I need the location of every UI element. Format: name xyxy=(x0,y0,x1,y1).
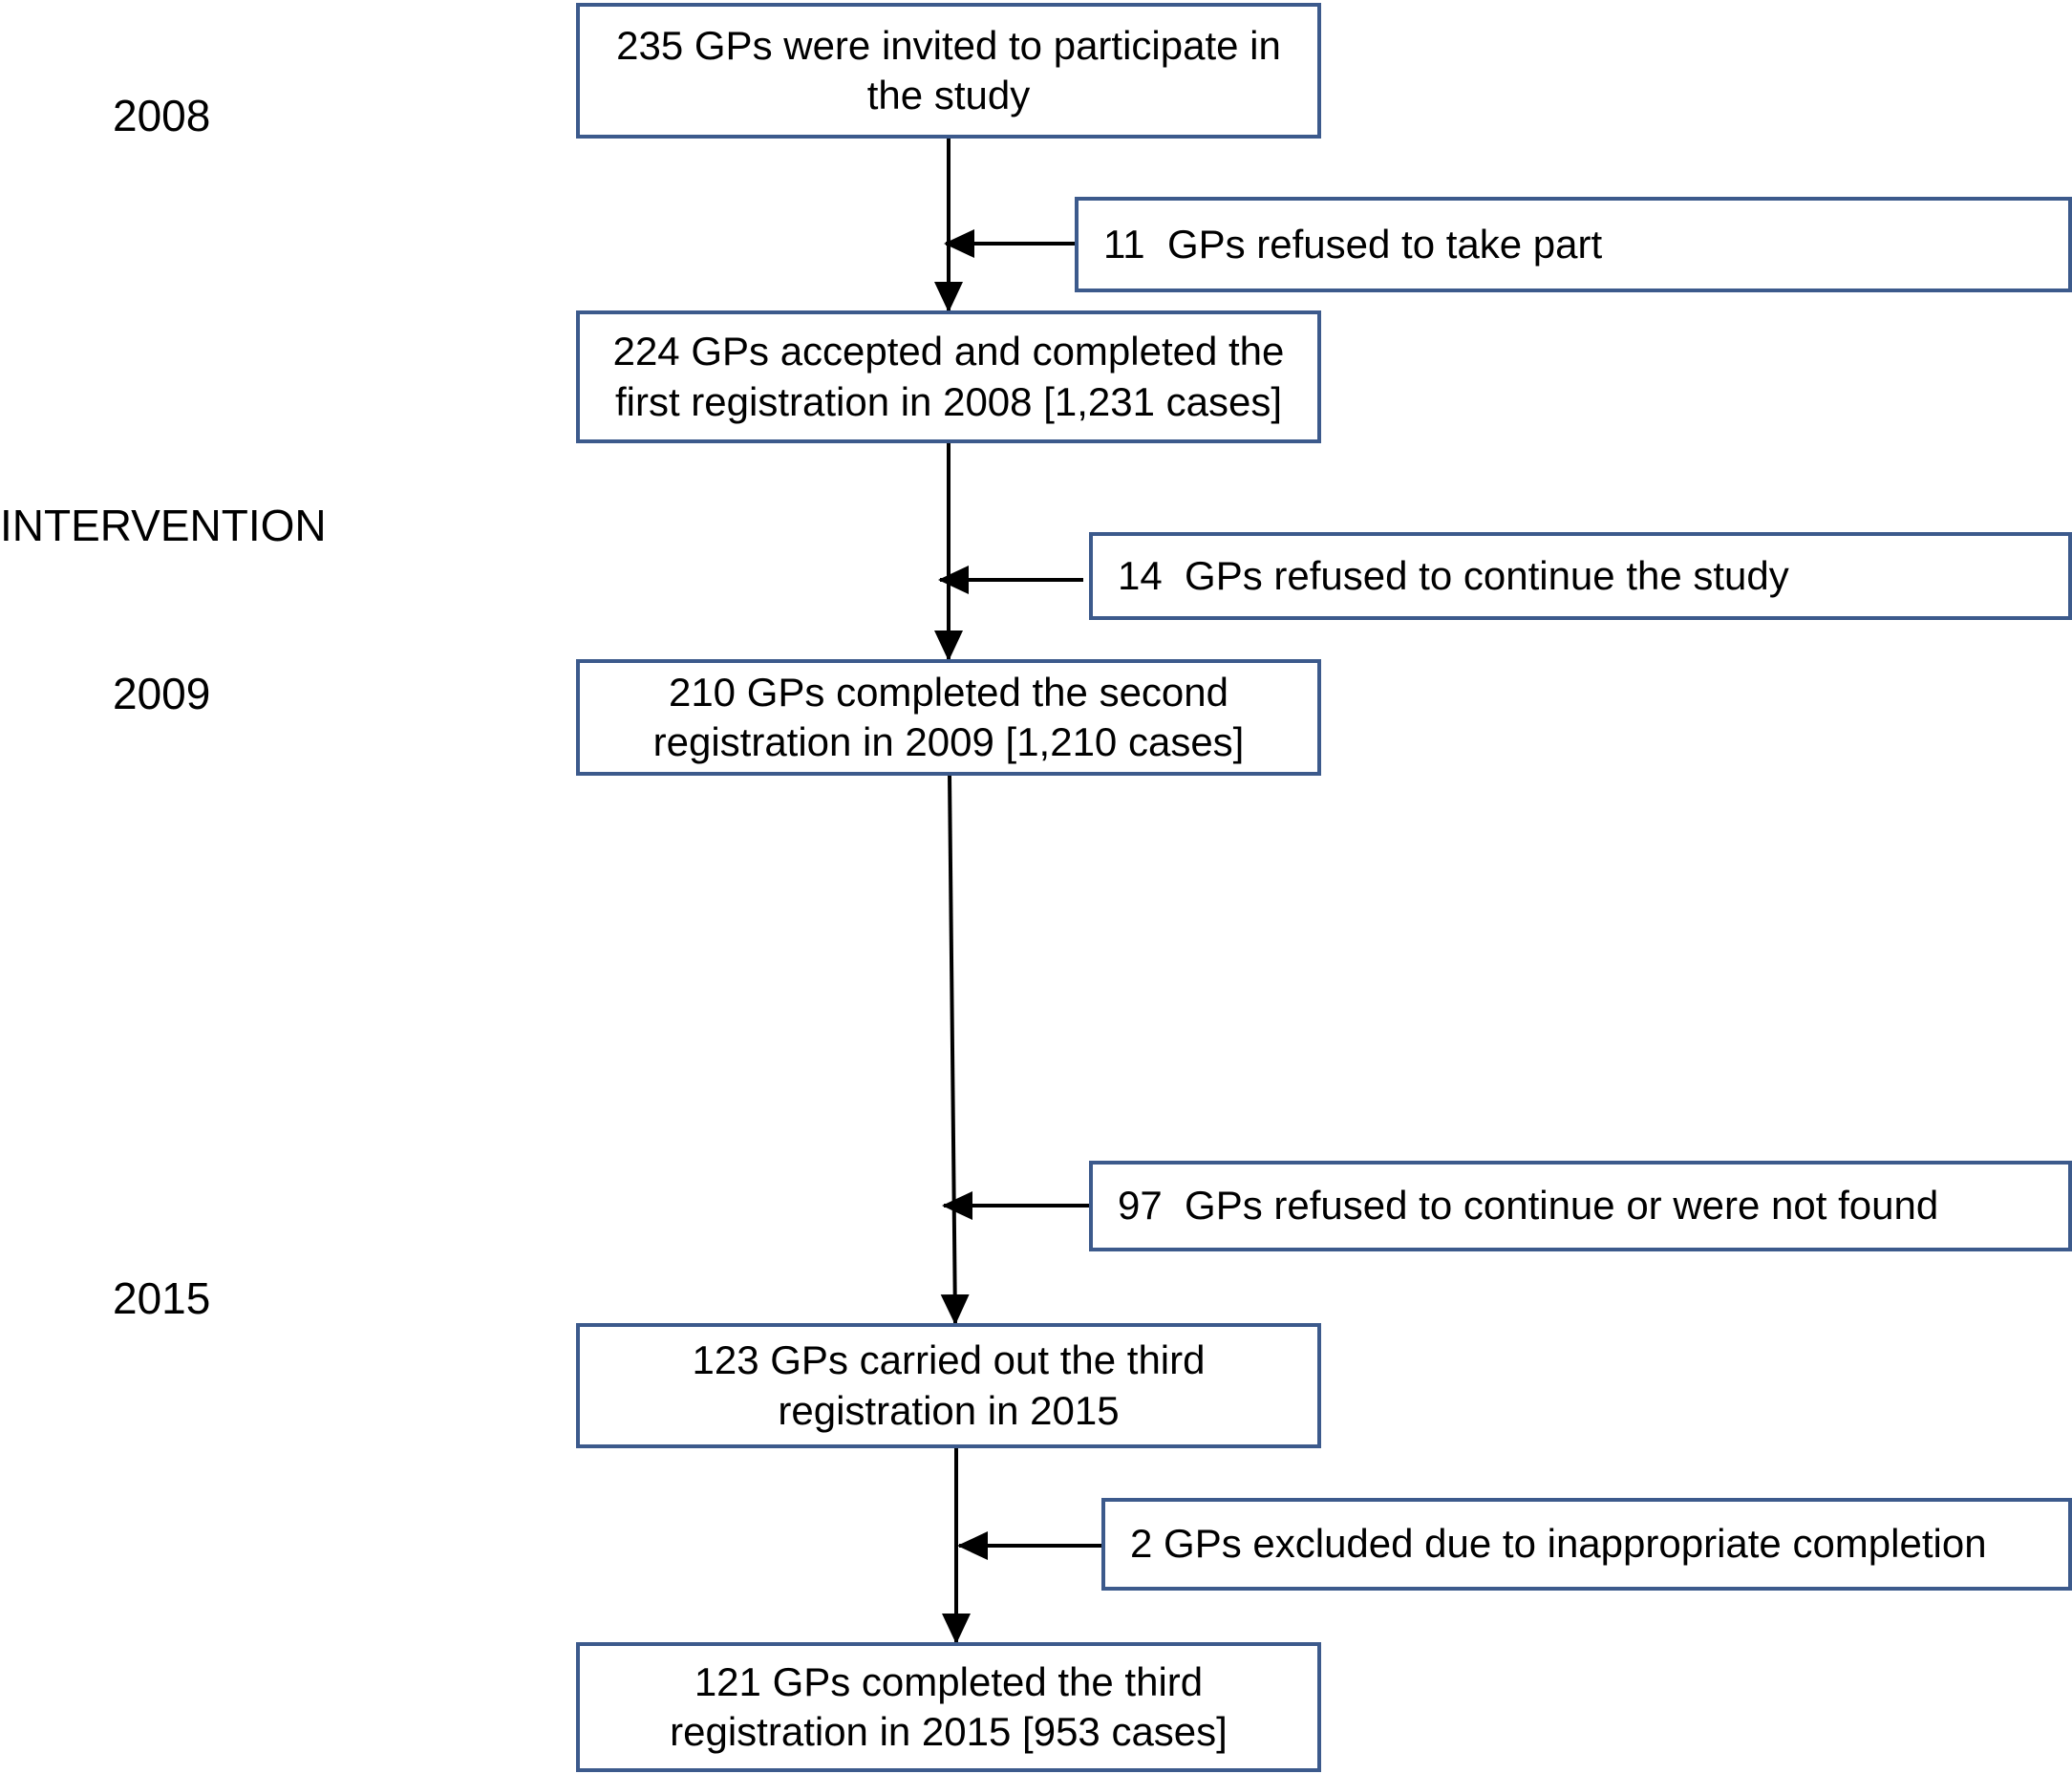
third-carried-box: 123 GPs carried out the third registrati… xyxy=(576,1323,1321,1448)
third-carried-text: 123 GPs carried out the third registrati… xyxy=(692,1337,1206,1433)
accepted-box: 224 GPs accepted and completed the first… xyxy=(576,310,1321,443)
phase-2009-label: 2009 xyxy=(113,669,211,718)
invited-text: 235 GPs were invited to participate in t… xyxy=(616,22,1281,118)
exclusion-text-refused-or-not-found: 97 GPs refused to continue or were not f… xyxy=(1118,1183,1939,1229)
phase-intervention-label: INTERVENTION xyxy=(0,501,327,550)
phase-2015-label: 2015 xyxy=(113,1273,211,1323)
phase-2008-label: 2008 xyxy=(113,91,211,140)
third-completed-text: 121 GPs completed the third registration… xyxy=(670,1658,1228,1755)
third-completed-box: 121 GPs completed the third registration… xyxy=(576,1642,1321,1772)
arrow-second-to-third xyxy=(940,774,970,1325)
exclusion-text-refused-take-part: 11 GPs refused to take part xyxy=(1103,221,1603,267)
exclusion-box-excluded-inappropriate: 2 GPs excluded due to inappropriate comp… xyxy=(1101,1498,2072,1591)
second-registration-box: 210 GPs completed the second registratio… xyxy=(576,659,1321,776)
accepted-text: 224 GPs accepted and completed the first… xyxy=(612,329,1285,424)
exclusion-box-refused-take-part: 11 GPs refused to take part xyxy=(1075,197,2072,292)
second-registration-text: 210 GPs completed the second registratio… xyxy=(652,669,1245,765)
exclusion-box-refused-continue-study: 14 GPs refused to continue the study xyxy=(1089,532,2072,620)
exclusion-text-refused-continue-study: 14 GPs refused to continue the study xyxy=(1118,552,1789,598)
exclusion-box-refused-or-not-found: 97 GPs refused to continue or were not f… xyxy=(1089,1161,2072,1251)
exclusion-text-excluded-inappropriate: 2 GPs excluded due to inappropriate comp… xyxy=(1130,1521,1987,1567)
invited-box: 235 GPs were invited to participate in t… xyxy=(576,3,1321,139)
